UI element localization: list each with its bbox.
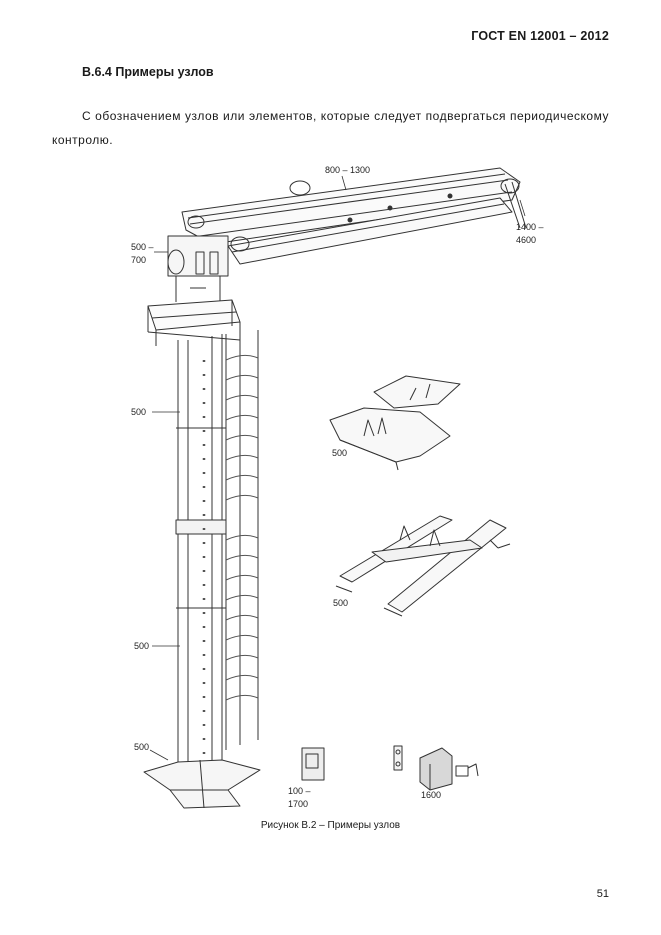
label-components: 1600 bbox=[421, 790, 442, 800]
label-frame-lower: 500 bbox=[333, 598, 349, 608]
label-small-part-1: 100 – bbox=[288, 786, 311, 796]
boom-drawing bbox=[181, 167, 527, 265]
label-base: 500 bbox=[134, 742, 150, 752]
label-mast-lower: 500 bbox=[134, 641, 150, 651]
frame-upper-drawing bbox=[329, 375, 461, 471]
body-paragraph: С обозначением узлов или элементов, кото… bbox=[52, 109, 609, 147]
label-boom-tip-2: 4600 bbox=[516, 235, 537, 245]
turret-drawing bbox=[167, 235, 229, 302]
label-frame-upper: 500 bbox=[332, 448, 348, 458]
frame-lower-drawing bbox=[335, 515, 511, 617]
label-turret-1: 500 – bbox=[131, 242, 154, 252]
section-title: В.6.4 Примеры узлов bbox=[82, 65, 214, 79]
label-mast-upper: 500 bbox=[131, 407, 147, 417]
base-drawing bbox=[143, 759, 261, 809]
label-small-part-2: 1700 bbox=[288, 799, 309, 809]
label-boom: 800 – 1300 bbox=[325, 165, 371, 175]
mast-drawing bbox=[175, 334, 227, 770]
label-boom-tip-1: 1400 – bbox=[516, 222, 544, 232]
platform-drawing bbox=[147, 299, 241, 346]
components-drawing bbox=[393, 745, 479, 791]
document-header: ГОСТ EN 12001 – 2012 bbox=[471, 29, 609, 43]
label-turret-2: 700 bbox=[131, 255, 147, 265]
page-number: 51 bbox=[596, 888, 609, 900]
figure-caption: Рисунок В.2 – Примеры узлов bbox=[260, 820, 401, 831]
cage-ladder-drawing bbox=[225, 330, 259, 750]
small-part-drawing bbox=[301, 747, 325, 781]
